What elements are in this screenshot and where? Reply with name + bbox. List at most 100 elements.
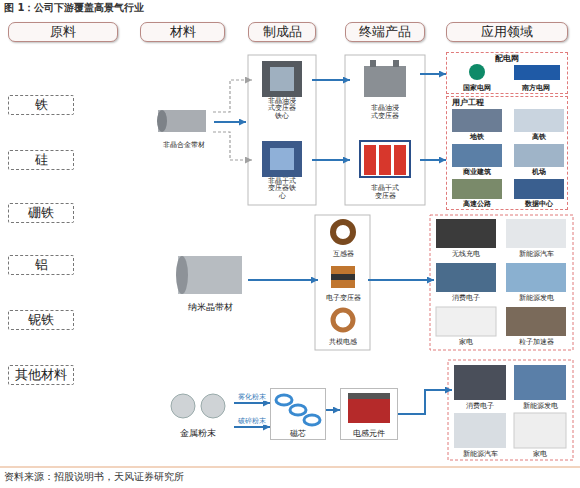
product-item: 互感器 [318, 218, 368, 258]
flow-arrow [368, 279, 434, 281]
product-item: 非晶油浸式变压器铁心 [252, 58, 312, 120]
material-item: 纳米晶带材 [172, 252, 248, 312]
strip-photo [157, 110, 167, 132]
flow-arrow [234, 426, 270, 428]
application-item: 粒子加速器 [504, 306, 568, 346]
node-label: 高铁 [532, 133, 546, 141]
core-photo [276, 395, 292, 405]
transformer-photo [364, 145, 376, 175]
node-label: 非晶干式变压器铁心 [265, 178, 299, 200]
node-label: 终端产品 [359, 25, 411, 40]
column-header: 制成品 [248, 22, 316, 42]
node-label: 其他材料 [15, 368, 67, 383]
photo [436, 263, 496, 292]
node-label: 磁芯 [290, 429, 306, 438]
application-item: 新能源发电 [512, 364, 568, 410]
logo [469, 64, 485, 80]
product-item: 非晶干式变压器铁心 [252, 138, 312, 200]
core-photo [262, 61, 302, 97]
flow-arrow [420, 73, 446, 75]
core-photo [270, 148, 294, 170]
node-label: 互感器 [333, 250, 354, 258]
component-photo [331, 266, 355, 288]
photo [452, 144, 502, 167]
node-label: 非晶油浸式变压器铁心 [265, 98, 299, 120]
node-label: 纳米晶带材 [188, 302, 233, 312]
flow-arrow [234, 402, 270, 404]
node-label: 数据中心 [525, 200, 553, 208]
node-label: 铝 [35, 258, 48, 273]
node-label: 粒子加速器 [519, 338, 554, 346]
material-item: 非晶合金带材 [155, 105, 213, 149]
logo [514, 65, 560, 80]
node-label: 铁 [35, 98, 48, 113]
raw-material: 其他材料 [8, 365, 74, 385]
core-photo [270, 67, 294, 91]
node-label: 共模电感 [329, 338, 357, 346]
application-item: 消费电子 [452, 364, 508, 410]
flow-arrow [214, 121, 246, 123]
node-label: 材料 [170, 25, 196, 40]
transformer-photo [393, 60, 399, 67]
node-label: 非晶干式变压器 [368, 185, 402, 200]
group-frame [430, 215, 573, 350]
photo [514, 413, 566, 448]
product-item: 磁芯 [270, 388, 326, 440]
photo [506, 219, 566, 248]
column-header: 原料 [8, 22, 118, 42]
flow-arrow [312, 79, 350, 81]
raw-material: 硼铁 [8, 203, 74, 223]
node-label: 商业建筑 [463, 168, 491, 176]
transformer-photo [370, 60, 376, 67]
node-label: 原料 [50, 25, 76, 40]
core-photo [290, 405, 306, 415]
raw-material: 铝 [8, 255, 74, 275]
photo [452, 179, 502, 199]
node-label: 配电网 [495, 54, 519, 63]
raw-material: 铌铁 [8, 310, 74, 330]
transformer-photo [394, 145, 406, 175]
node-label: 铌铁 [28, 313, 54, 328]
raw-material: 硅 [8, 150, 74, 170]
photo [506, 307, 566, 336]
application-item: 机场 [512, 143, 566, 176]
core-photo [304, 415, 320, 425]
application-group: 配电网国家电网南方电网 [446, 52, 568, 94]
node-label: 新能源汽车 [519, 250, 554, 258]
photo [514, 144, 564, 167]
flow-arrow [420, 159, 446, 161]
column-header: 终端产品 [345, 22, 425, 42]
group-frame [248, 55, 316, 205]
node-label: 制成品 [263, 25, 302, 40]
flow-arrow [312, 159, 350, 161]
powder-photo [201, 394, 225, 418]
column-header: 材料 [140, 22, 225, 42]
application-item: 数据中心 [512, 178, 566, 208]
node-label: 非晶油浸式变压器 [368, 105, 402, 120]
photo [454, 413, 506, 448]
flow-arrow [326, 409, 340, 411]
node-label: 家电 [533, 450, 547, 458]
node-label: 新能源汽车 [463, 450, 498, 458]
application-item: 新能源发电 [504, 262, 568, 302]
group-frame [345, 55, 425, 205]
application-item: 消费电子 [434, 262, 498, 302]
node-label: 电感元件 [353, 429, 385, 438]
terminal-item: 非晶油浸式变压器 [350, 58, 420, 120]
flow-arrow [398, 390, 452, 414]
application-item: 国家电网 [452, 62, 502, 92]
node-label: 家电 [459, 338, 473, 346]
node-label: 新能源发电 [519, 294, 554, 302]
node-label: 高速公路 [463, 200, 491, 208]
column-header: 应用领域 [446, 22, 568, 42]
source-caption: 资料来源：招股说明书，天风证券研究所 [4, 471, 184, 484]
node-label: 新能源发电 [523, 402, 558, 410]
component-photo [333, 222, 353, 242]
node-label: 硼铁 [28, 206, 54, 221]
product-item: 电感元件 [340, 388, 398, 440]
node-label: 消费电子 [466, 402, 494, 410]
raw-material: 铁 [8, 95, 74, 115]
